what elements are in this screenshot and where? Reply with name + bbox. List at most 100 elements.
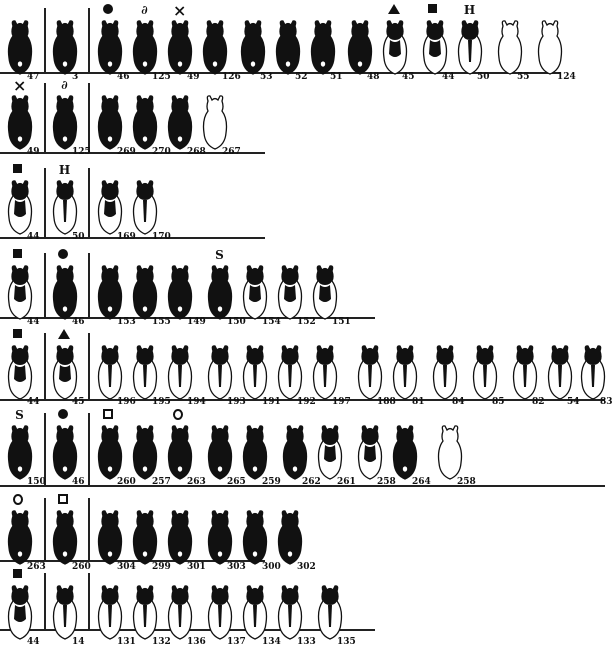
rat-figure: [390, 423, 420, 481]
animal-number: 46: [117, 72, 130, 82]
rat-partial-icon: [50, 343, 80, 401]
rat-figure: [455, 18, 485, 76]
animal-number: 46: [72, 477, 85, 487]
rat-partial-icon: [240, 263, 270, 321]
rat-figure: [130, 178, 160, 236]
animal-number: 85: [492, 397, 505, 407]
rat-figure: [50, 93, 80, 151]
dot-marker-icon: [103, 4, 113, 14]
rat-figure: [420, 18, 450, 76]
animal-number: 44: [27, 232, 40, 242]
animal-number: 47: [27, 72, 40, 82]
rat-figure: [5, 18, 35, 76]
letter-marker-icon: H: [58, 164, 71, 177]
parent-divider: [44, 333, 46, 399]
animal-number: 151: [332, 317, 351, 327]
rat-figure: [390, 343, 420, 401]
square-marker-icon: [428, 4, 437, 13]
letter-marker-icon: S: [213, 249, 226, 262]
animal-number: 83: [600, 397, 613, 407]
animal-number: 48: [367, 72, 380, 82]
rat-figure: [165, 583, 195, 641]
rat-figure: [205, 263, 235, 321]
animal-number: 3: [72, 72, 78, 82]
animal-number: 267: [222, 147, 241, 157]
rat-dark-icon: [205, 263, 235, 321]
rat-dark-icon: [390, 423, 420, 481]
rat-figure: [430, 343, 460, 401]
animal-number: 258: [457, 477, 476, 487]
rat-hooded-icon: [205, 343, 235, 401]
rat-partial-icon: [5, 343, 35, 401]
rat-dark-icon: [130, 508, 160, 566]
rat-partial-icon: [5, 583, 35, 641]
rat-white-icon: [435, 423, 465, 481]
rat-figure: [273, 18, 303, 76]
rat-dark-icon: [165, 423, 195, 481]
rat-dark-icon: [95, 423, 125, 481]
rat-figure: [275, 583, 305, 641]
rat-figure: [240, 423, 270, 481]
rat-figure: [95, 423, 125, 481]
circle-marker-icon: [13, 494, 23, 505]
rat-hooded-icon: [275, 343, 305, 401]
rat-figure: [240, 343, 270, 401]
rat-figure: [315, 423, 345, 481]
rat-dark-icon: [95, 263, 125, 321]
rat-figure: [50, 508, 80, 566]
rat-figure: [130, 583, 160, 641]
rat-figure: [240, 583, 270, 641]
rat-figure: [200, 93, 230, 151]
rat-figure: [205, 583, 235, 641]
offspring-divider: [88, 413, 90, 485]
animal-number: 50: [72, 232, 85, 242]
animal-number: 84: [452, 397, 465, 407]
square-marker-icon: [13, 249, 22, 258]
rat-dark-icon: [50, 18, 80, 76]
animal-number: 52: [295, 72, 308, 82]
rat-figure: [50, 18, 80, 76]
rat-hooded-icon: [165, 583, 195, 641]
rat-figure: [165, 263, 195, 321]
rat-figure: [345, 18, 375, 76]
animal-number: 50: [477, 72, 490, 82]
letter-marker-icon: H: [463, 4, 476, 17]
offspring-divider: [88, 8, 90, 72]
rat-dark-icon: [273, 18, 303, 76]
animal-number: 44: [27, 637, 40, 647]
rat-dark-icon: [240, 423, 270, 481]
rat-hooded-icon: [310, 343, 340, 401]
triangle-marker-icon: [388, 4, 400, 14]
animal-number: 260: [72, 562, 91, 572]
rat-dark-icon: [130, 263, 160, 321]
rat-dark-icon: [345, 18, 375, 76]
dot-marker-icon: [58, 409, 68, 419]
animal-number: 263: [187, 477, 206, 487]
rat-figure: [50, 583, 80, 641]
parent-divider: [44, 83, 46, 152]
rat-dark-icon: [5, 423, 35, 481]
offspring-divider: [88, 573, 90, 629]
rat-figure: [5, 423, 35, 481]
rat-figure: [205, 508, 235, 566]
rat-hooded-icon: [50, 178, 80, 236]
rat-figure: [355, 343, 385, 401]
rat-figure: [310, 343, 340, 401]
rat-figure: [315, 583, 345, 641]
animal-number: 46: [72, 317, 85, 327]
rat-dark-icon: [280, 423, 310, 481]
rat-dark-icon: [200, 18, 230, 76]
parent-divider: [44, 498, 46, 560]
rat-hooded-icon: [130, 583, 160, 641]
rat-figure: [5, 93, 35, 151]
rat-dark-icon: [5, 18, 35, 76]
animal-number: 197: [332, 397, 351, 407]
rat-figure: [5, 263, 35, 321]
animal-number: 136: [187, 637, 206, 647]
rat-figure: [50, 263, 80, 321]
rat-partial-icon: [5, 263, 35, 321]
rat-dark-icon: [275, 508, 305, 566]
rat-hooded-icon: [130, 178, 160, 236]
rat-hooded-icon: [355, 343, 385, 401]
